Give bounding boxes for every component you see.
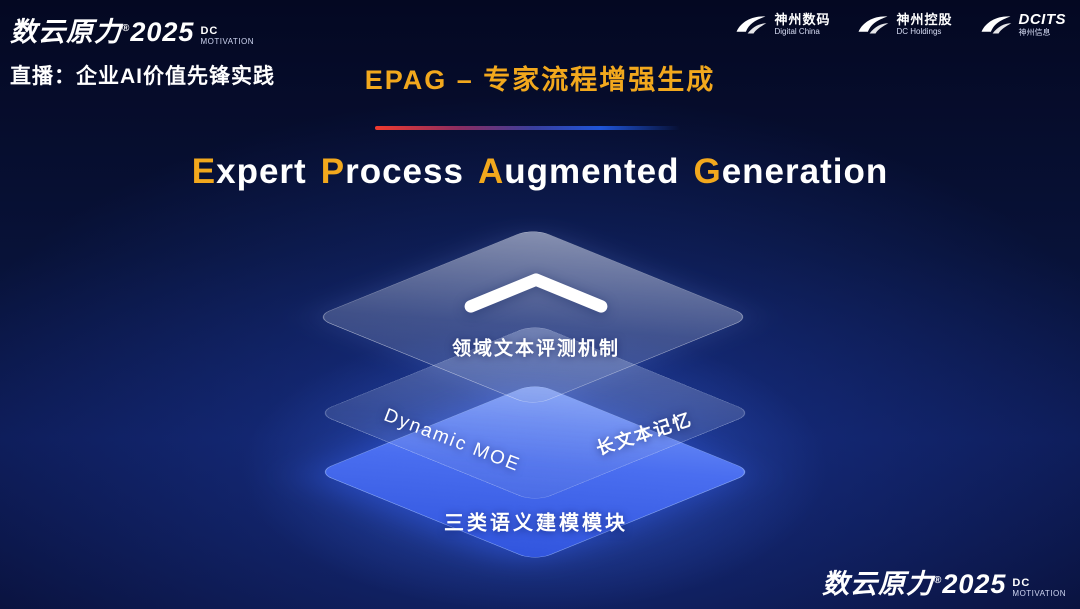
brand-wordmark: 数云原力®2025 (10, 10, 194, 49)
brand-subtitle: DC MOTIVATION (1012, 578, 1066, 601)
brand-year: 2025 (942, 569, 1007, 599)
brand-name: 数云原力 (10, 17, 122, 47)
brand-subtitle: DC MOTIVATION (200, 26, 254, 49)
logo-line2: 神州信息 (1018, 27, 1051, 37)
label-bottom-layer: 三类语义建模模块 (444, 512, 628, 535)
brand-sub-line1: DC (200, 25, 219, 38)
logo-line1: 神州数码 (774, 12, 831, 28)
swoosh-icon (737, 16, 767, 34)
logo-digital-china: 神州数码 Digital China (734, 12, 830, 38)
logo-dcits: DCITS 神州信息 (979, 12, 1067, 38)
brand-sub-line1: DC (1012, 577, 1031, 590)
brand-sub-line2: MOTIVATION (1012, 588, 1066, 598)
logo-line2: Digital China (774, 26, 820, 36)
brand-sub-line2: MOTIVATION (200, 36, 255, 46)
logo-line1: 神州控股 (896, 12, 953, 28)
brand-logo-top: 数云原力®2025 DC MOTIVATION (10, 10, 254, 49)
swoosh-icon (859, 16, 889, 34)
brand-logo-bottom: 数云原力®2025 DC MOTIVATION (822, 562, 1066, 601)
page-title: EPAG – 专家流程增强生成 (364, 65, 716, 95)
gradient-divider-line (375, 126, 680, 130)
label-top-layer: 领域文本评测机制 (451, 338, 621, 360)
chevron-up-icon (456, 270, 616, 316)
logo-line1: DCITS (1018, 11, 1066, 29)
brand-wordmark: 数云原力®2025 (822, 562, 1006, 601)
logo-dc-holdings: 神州控股 DC Holdings (856, 12, 952, 38)
logo-line2: DC Holdings (896, 26, 942, 36)
live-stream-label: 直播：企业AI价值先锋实践 (10, 65, 275, 88)
partner-logos: 神州数码 Digital China 神州控股 DC Holdings DCIT… (734, 12, 1066, 38)
brand-registered-mark: ® (122, 23, 131, 34)
diagram-layer-top (313, 227, 753, 407)
brand-name: 数云原力 (821, 569, 934, 599)
brand-registered-mark: ® (933, 575, 943, 586)
brand-year: 2025 (130, 17, 195, 47)
swoosh-icon (981, 16, 1011, 34)
